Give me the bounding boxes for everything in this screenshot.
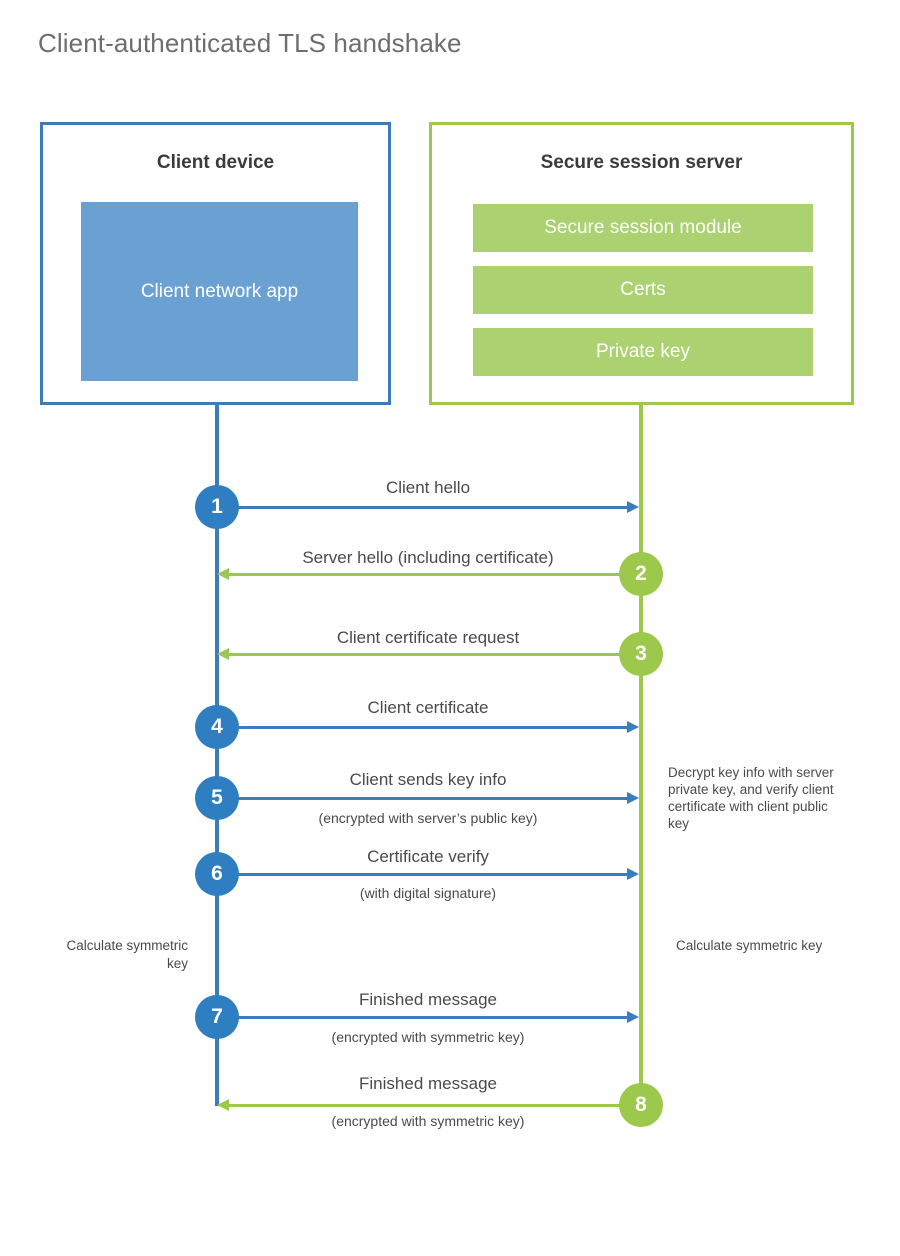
arrow-head-right-icon <box>627 792 639 804</box>
arrow-head-right-icon <box>627 721 639 733</box>
step-2-label: Server hello (including certificate) <box>302 548 554 567</box>
client-device-box: Client device Client network app <box>40 122 391 405</box>
step-8-marker[interactable]: 8 <box>619 1083 663 1127</box>
server-component-private-key: Private key <box>473 328 813 376</box>
step-1-marker[interactable]: 1 <box>195 485 239 529</box>
client-device-title: Client device <box>156 152 275 173</box>
arrow-head-right-icon <box>627 1011 639 1023</box>
client-calculate-symmetric-key-note: Calculate symmetric key <box>66 938 188 971</box>
client-network-app-block: Client network app <box>81 202 358 381</box>
secure-session-server-box: Secure session server Secure session mod… <box>429 122 854 405</box>
step-7-sublabel: (encrypted with symmetric key) <box>331 1029 525 1045</box>
page-title: Client-authenticated TLS handshake <box>38 28 462 58</box>
step-2-marker[interactable]: 2 <box>619 552 663 596</box>
step-1-label: Client hello <box>385 478 471 497</box>
step-5-label: Client sends key info <box>349 770 507 789</box>
arrow-head-left-icon <box>217 648 229 660</box>
step-5-marker[interactable]: 5 <box>195 776 239 820</box>
server-lifeline <box>639 405 643 1106</box>
arrow-head-right-icon <box>627 868 639 880</box>
step-7-arrow <box>217 1011 639 1023</box>
step-6-sublabel: (with digital signature) <box>359 885 497 901</box>
step-8-label: Finished message <box>359 1074 497 1093</box>
server-component-certs: Certs <box>473 266 813 314</box>
arrow-head-left-icon <box>217 568 229 580</box>
server-calculate-symmetric-key-note: Calculate symmetric key <box>676 938 823 953</box>
step-3-label: Client certificate request <box>336 628 520 647</box>
step-7-marker[interactable]: 7 <box>195 995 239 1039</box>
step-1-arrow <box>217 501 639 513</box>
step-6-marker[interactable]: 6 <box>195 852 239 896</box>
step-8-sublabel: (encrypted with symmetric key) <box>331 1113 525 1129</box>
step-4-arrow <box>217 721 639 733</box>
step-8-arrow <box>217 1099 639 1111</box>
step-6-arrow <box>217 868 639 880</box>
arrow-head-right-icon <box>627 501 639 513</box>
client-lifeline <box>215 405 219 1106</box>
step-6-label: Certificate verify <box>367 847 489 866</box>
step-7-label: Finished message <box>359 990 497 1009</box>
step-4-marker[interactable]: 4 <box>195 705 239 749</box>
server-decrypt-note: Decrypt key info with server private key… <box>668 765 834 831</box>
step-5-sublabel: (encrypted with server’s public key) <box>318 810 538 826</box>
step-2-arrow <box>217 568 639 580</box>
server-component-secure-session-module: Secure session module <box>473 204 813 252</box>
step-3-marker[interactable]: 3 <box>619 632 663 676</box>
step-5-arrow <box>217 792 639 804</box>
arrow-head-left-icon <box>217 1099 229 1111</box>
secure-session-server-title: Secure session server <box>540 152 743 173</box>
step-4-label: Client certificate <box>367 698 489 717</box>
step-3-arrow <box>217 648 639 660</box>
